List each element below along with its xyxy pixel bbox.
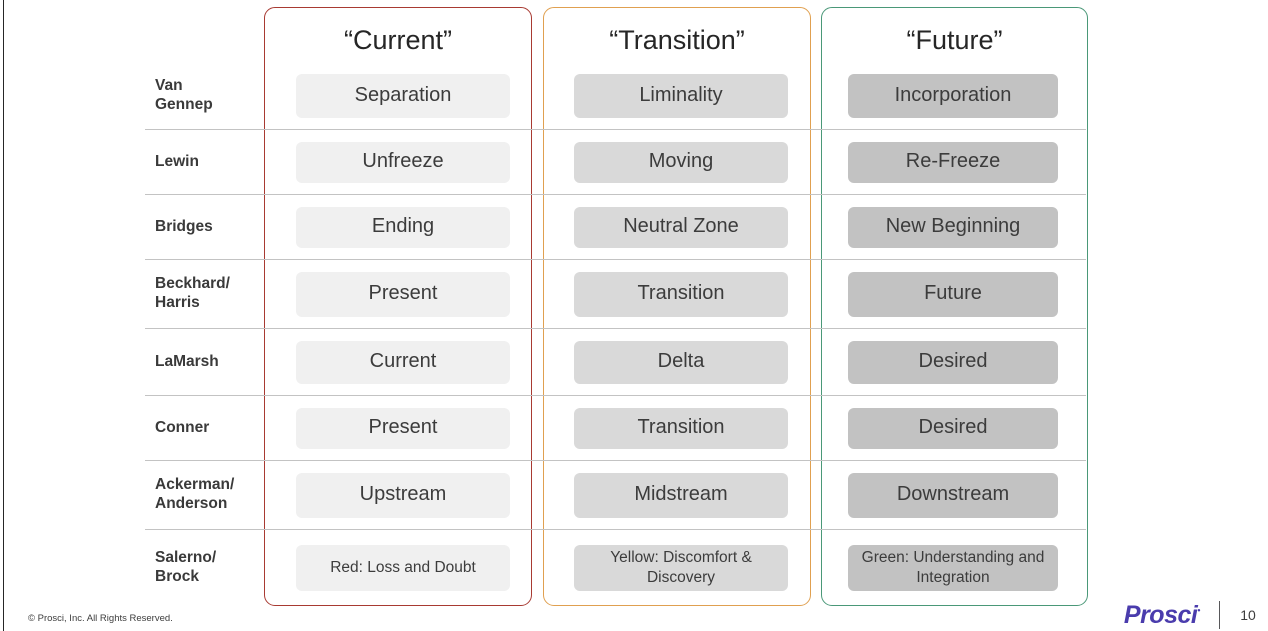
- table-row: Bridges Ending Neutral Zone New Beginning: [145, 195, 1086, 260]
- cell-pill-future-7: Green: Understanding and Integration: [848, 545, 1058, 591]
- cell-current-1: Unfreeze: [264, 141, 542, 183]
- table-row: LaMarsh Current Delta Desired: [145, 329, 1086, 396]
- row-label-5: Conner: [155, 418, 210, 436]
- cell-pill-transition-2: Neutral Zone: [574, 206, 788, 248]
- copyright-notice: © Prosci, Inc. All Rights Reserved.: [28, 613, 173, 624]
- cell-pill-current-6: Upstream: [296, 472, 510, 518]
- cell-current-6: Upstream: [264, 472, 542, 518]
- cell-future-2: New Beginning: [820, 206, 1086, 248]
- cell-transition-5: Transition: [542, 407, 820, 449]
- cell-pill-transition-5: Transition: [574, 407, 788, 449]
- prosci-logo-text: Prosci: [1123, 600, 1198, 629]
- prosci-logo: Prosci•: [1124, 601, 1205, 630]
- cell-current-3: Present: [264, 271, 542, 317]
- cell-current-0: Separation: [264, 73, 542, 118]
- phase-header-current: “Current”: [343, 25, 452, 55]
- cell-pill-current-2: Ending: [296, 206, 510, 248]
- row-label-6: Ackerman/Anderson: [155, 476, 235, 512]
- cell-transition-2: Neutral Zone: [542, 206, 820, 248]
- cell-pill-future-5: Desired: [848, 407, 1058, 449]
- row-label-3: Beckhard/Harris: [155, 275, 230, 311]
- cell-pill-transition-4: Delta: [574, 340, 788, 384]
- table-row: Conner Present Transition Desired: [145, 396, 1086, 461]
- cell-pill-transition-1: Moving: [574, 141, 788, 183]
- cell-pill-future-3: Future: [848, 271, 1058, 317]
- cell-pill-transition-7: Yellow: Discomfort & Discovery: [574, 545, 788, 591]
- row-label-1: Lewin: [155, 152, 199, 170]
- cell-pill-future-0: Incorporation: [848, 73, 1058, 118]
- prosci-logo-tm: •: [1197, 605, 1200, 616]
- row-label-4: LaMarsh: [155, 352, 219, 370]
- cell-future-4: Desired: [820, 340, 1086, 384]
- table-row: Lewin Unfreeze Moving Re-Freeze: [145, 130, 1086, 195]
- cell-current-2: Ending: [264, 206, 542, 248]
- cell-transition-1: Moving: [542, 141, 820, 183]
- cell-pill-future-1: Re-Freeze: [848, 141, 1058, 183]
- cell-transition-0: Liminality: [542, 73, 820, 118]
- cell-future-1: Re-Freeze: [820, 141, 1086, 183]
- cell-current-4: Current: [264, 340, 542, 384]
- cell-transition-6: Midstream: [542, 472, 820, 518]
- row-label-7: Salerno/Brock: [155, 549, 217, 585]
- table-row: Ackerman/Anderson Upstream Midstream Downst…: [145, 461, 1086, 530]
- cell-transition-7: Yellow: Discomfort & Discovery: [542, 545, 820, 591]
- cell-pill-current-3: Present: [296, 271, 510, 317]
- cell-pill-transition-6: Midstream: [574, 472, 788, 518]
- brand-footer: Prosci• 10: [1124, 600, 1258, 630]
- cell-current-5: Present: [264, 407, 542, 449]
- cell-future-6: Downstream: [820, 472, 1086, 518]
- table-row: Salerno/Brock Red: Loss and Doubt Yellow: …: [145, 530, 1086, 606]
- cell-pill-future-6: Downstream: [848, 472, 1058, 518]
- cell-future-7: Green: Understanding and Integration: [820, 545, 1086, 591]
- row-label-2: Bridges: [155, 217, 213, 235]
- slide-left-edge-rule: [3, 0, 4, 631]
- cell-pill-transition-3: Transition: [574, 271, 788, 317]
- cell-current-7: Red: Loss and Doubt: [264, 545, 542, 591]
- phase-header-transition: “Transition”: [609, 25, 745, 55]
- table-row: Beckhard/Harris Present Transition Future: [145, 260, 1086, 329]
- cell-pill-current-0: Separation: [296, 73, 510, 118]
- cell-pill-future-4: Desired: [848, 340, 1058, 384]
- phase-header-future: “Future”: [906, 25, 1003, 55]
- cell-transition-3: Transition: [542, 271, 820, 317]
- cell-pill-future-2: New Beginning: [848, 206, 1058, 248]
- brand-divider: [1219, 601, 1220, 629]
- cell-future-3: Future: [820, 271, 1086, 317]
- cell-future-0: Incorporation: [820, 73, 1086, 118]
- cell-pill-current-4: Current: [296, 340, 510, 384]
- cell-transition-4: Delta: [542, 340, 820, 384]
- cell-pill-current-5: Present: [296, 407, 510, 449]
- cell-pill-current-1: Unfreeze: [296, 141, 510, 183]
- page-number: 10: [1240, 607, 1256, 623]
- cell-pill-transition-0: Liminality: [574, 73, 788, 118]
- cell-pill-current-7: Red: Loss and Doubt: [296, 545, 510, 591]
- cell-future-5: Desired: [820, 407, 1086, 449]
